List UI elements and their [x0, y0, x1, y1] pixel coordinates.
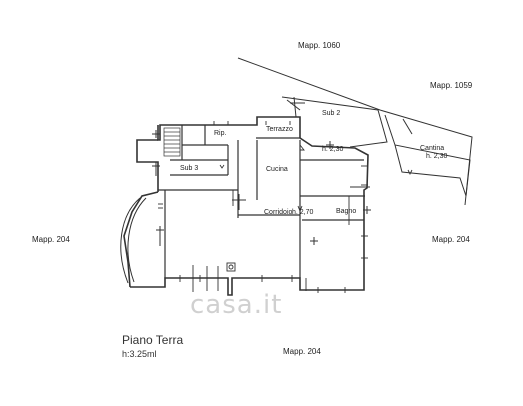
height-label-center: h. 2,30 — [322, 146, 344, 153]
upper-annex-walls — [237, 57, 473, 206]
interior-walls — [158, 125, 365, 278]
main-outer-walls — [123, 116, 369, 296]
parcel-label-1060: Mapp. 1060 — [298, 41, 341, 50]
height-label-cantina: h. 2,30 — [426, 153, 448, 160]
room-label-cantina: Cantina — [420, 145, 445, 152]
parcel-label-204-left: Mapp. 204 — [32, 235, 70, 244]
parcel-label-204-bottom: Mapp. 204 — [283, 347, 321, 356]
room-label-terrazzo: Terrazzo — [266, 126, 293, 133]
window-marks — [158, 121, 368, 293]
door-markers — [219, 144, 413, 272]
height-label-corridoio: h. 2,70 — [292, 209, 314, 216]
room-label-bagno: Bagno — [336, 208, 357, 215]
floor-height: h:3.25ml — [122, 349, 157, 359]
parcel-label-204-right: Mapp. 204 — [432, 235, 470, 244]
room-label-sub3: Sub 3 — [180, 165, 199, 172]
floor-title: Piano Terra — [122, 333, 184, 347]
stairs — [163, 127, 181, 157]
parcel-label-1059: Mapp. 1059 — [430, 81, 473, 90]
height-markers — [152, 130, 371, 246]
room-label-sub2: Sub 2 — [322, 110, 341, 117]
room-label-corridoio: Corridoio — [264, 209, 293, 216]
room-label-cucina: Cucina — [266, 166, 288, 173]
bay-window — [120, 197, 147, 284]
room-label-rip: Rip. — [214, 130, 227, 137]
watermark-logo: casa.it — [190, 290, 283, 320]
